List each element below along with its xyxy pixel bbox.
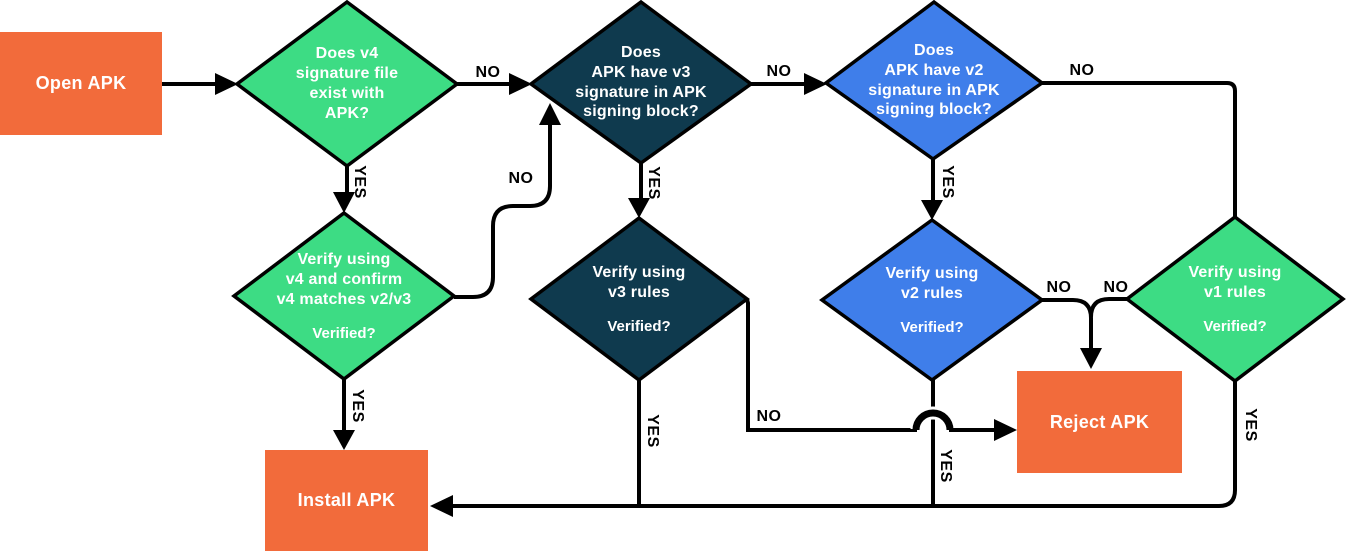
- connector-v2verify-no: [1042, 298, 1093, 348]
- connector-v1verify-no: [1089, 297, 1127, 318]
- arrowhead-v2sig-yes: [921, 200, 943, 220]
- edge-label-v2sig-yes: YES: [939, 165, 956, 199]
- arrowhead-v4verify-yes: [333, 430, 355, 450]
- edge-label-v2verify-yes: YES: [937, 449, 954, 483]
- edge-label-v1verify-yes: YES: [1242, 408, 1259, 442]
- arrowhead-open-to-v4exists: [215, 73, 238, 95]
- edge-label-v1verify-no: NO: [1103, 279, 1129, 296]
- process-reject-apk-shape: [1017, 371, 1182, 473]
- arrowhead-v4exists-yes: [333, 192, 355, 213]
- connector-v1verify-yes: [452, 381, 1237, 508]
- edge-label-v4exists-yes: YES: [351, 165, 368, 199]
- connector-v3verify-no: [745, 298, 917, 432]
- decision-v2-signature-shape: [823, 0, 1045, 162]
- connector-v4verify-no: [454, 124, 552, 299]
- edge-label-v4exists-no: NO: [475, 64, 501, 81]
- arrowhead-install-right: [430, 495, 453, 517]
- decision-v3-verify-shape: [528, 215, 750, 383]
- edge-label-v2verify-no: NO: [1046, 279, 1072, 296]
- edge-label-v3sig-yes: YES: [645, 166, 662, 200]
- decision-v3-signature-shape: [528, 0, 754, 166]
- arrowhead-v3verify-no: [994, 419, 1017, 441]
- decision-v1-verify-shape: [1124, 214, 1346, 384]
- process-open-apk-shape: [0, 32, 162, 135]
- arrowhead-v4exists-no: [509, 73, 532, 95]
- connector-v2sig-no: [1042, 81, 1237, 217]
- edge-label-v3verify-no: NO: [756, 408, 782, 425]
- connector-hop-arc: [912, 409, 954, 431]
- arrowhead-v3sig-no: [804, 73, 827, 95]
- arrowhead-v4verify-no: [539, 103, 561, 125]
- edge-label-v3sig-no: NO: [766, 63, 792, 80]
- edge-label-v4verify-no: NO: [508, 170, 534, 187]
- edge-label-v4verify-yes: YES: [349, 389, 366, 423]
- process-install-apk-shape: [265, 450, 428, 551]
- decision-v4-verify-shape: [231, 210, 457, 382]
- arrowhead-reject-top: [1080, 348, 1102, 369]
- decision-v4-exists-shape: [234, 0, 460, 169]
- edge-label-v2sig-no: NO: [1069, 62, 1095, 79]
- edge-label-v3verify-yes: YES: [644, 414, 661, 448]
- decision-v2-verify-shape: [819, 217, 1045, 383]
- arrowhead-v3sig-yes: [628, 198, 650, 218]
